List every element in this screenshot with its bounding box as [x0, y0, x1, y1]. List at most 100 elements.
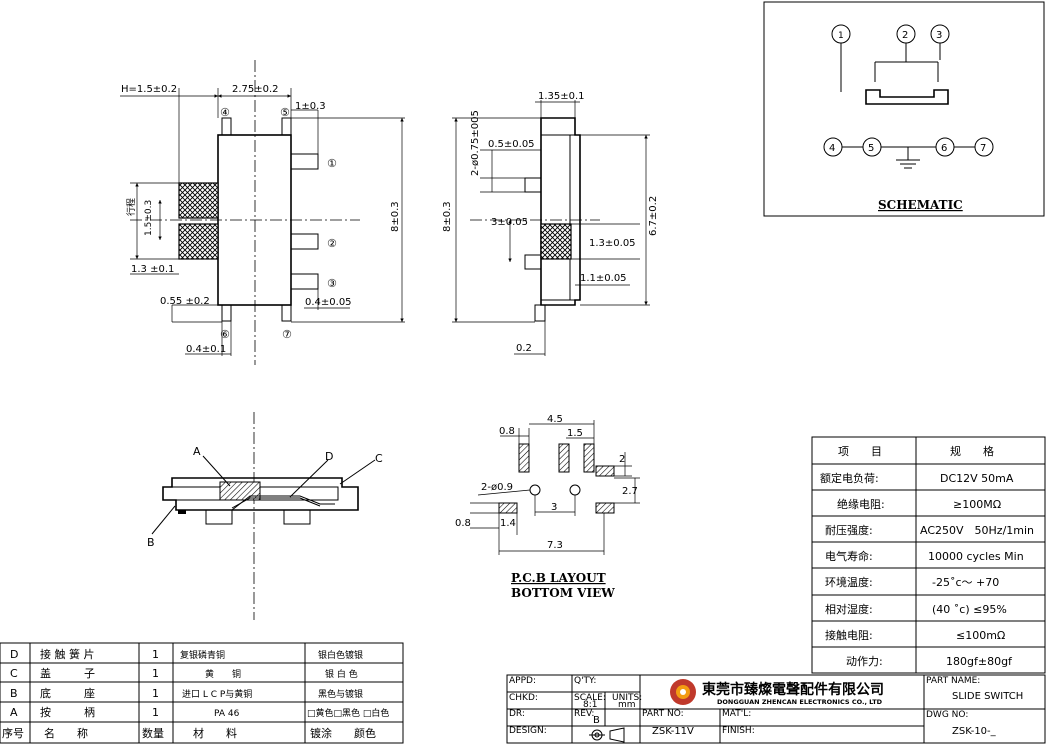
pcb-dim-hole-pitch: 3: [551, 502, 557, 513]
spec-value: DC12V 50mA: [940, 472, 1014, 485]
pcb-subtitle: BOTTOM VIEW: [511, 586, 615, 600]
bom-finish: 银 白 色: [325, 668, 358, 680]
spec-label: 电气寿命:: [825, 549, 873, 563]
projection-symbol-icon: [589, 727, 625, 743]
bom-material: PA 46: [214, 709, 240, 719]
bom-name: 盖 子: [40, 666, 95, 680]
bom-header-qty: 数量: [142, 727, 164, 740]
schematic-node-2: 2: [902, 30, 908, 41]
pin-label-6: ⑥: [220, 328, 230, 341]
bom-name: 接 触 簧 片: [40, 647, 95, 661]
spec-label: 动作力:: [846, 655, 883, 668]
tb-company-cn: 東莞市臻燦電聲配件有限公司: [702, 681, 884, 698]
bom-material: 黄 铜: [205, 668, 241, 680]
company-logo-icon: [670, 679, 696, 705]
bom-header-name: 名 称: [44, 726, 88, 740]
pcb-dim-height: 2.7: [622, 486, 638, 497]
spec-label: 耐压强度:: [825, 523, 873, 537]
spec-header-item: 项 目: [838, 445, 882, 458]
schematic-node-4: 4: [829, 143, 835, 154]
bom-qty: 1: [152, 667, 159, 680]
schematic-title: SCHEMATIC: [878, 198, 963, 212]
bom-finish: □黄色□黑色 □白色: [307, 707, 389, 719]
pin-label-7: ⑦: [282, 328, 292, 341]
side-dim-tab: 0.5±0.05: [488, 139, 535, 150]
tb-rev: B: [593, 715, 600, 726]
tb-units-label: UNITS:: [612, 693, 642, 703]
schematic-node-3: 3: [936, 30, 942, 41]
pcb-dim-holes: 2-ø0.9: [481, 482, 513, 493]
dim-height: H=1.5±0.2: [121, 84, 177, 95]
tb-units: mm: [618, 700, 636, 710]
side-dim-right-height: 6.7±0.2: [648, 196, 659, 236]
bom-qty: 1: [152, 706, 159, 719]
title-block: APPD: Q'TY: CHKD: SCALE: 8:1 UNITS: mm D…: [506, 674, 1046, 744]
tb-part-no: ZSK-11V: [652, 726, 694, 737]
section-label-c: C: [375, 452, 383, 465]
dim-bottom-pin: 0.4±0.1: [186, 344, 226, 355]
spec-label: 接触电阻:: [825, 628, 873, 642]
bom-index: B: [10, 687, 18, 700]
tb-dr: DR:: [509, 709, 525, 719]
pcb-title: P.C.B LAYOUT: [511, 571, 606, 585]
spec-value: 180gf±80gf: [946, 655, 1013, 668]
bom-header-index: 序号: [2, 726, 24, 740]
pin-label-2: ②: [327, 237, 337, 250]
side-dim-base: 1.1±0.05: [580, 273, 627, 284]
section-view: A B C D: [147, 412, 383, 620]
dim-bottom-offset: 0.55 ±0.2: [160, 296, 210, 307]
bom-index: C: [10, 667, 18, 680]
spec-value: 10000 cycles Min: [928, 550, 1024, 563]
side-view: 1.35±0.1 2-ø0.75±005 0.5±0.05 8±0.3 3±0.…: [442, 91, 659, 356]
tb-part-name-label: PART NAME:: [926, 676, 980, 686]
pin-label-3: ③: [327, 277, 337, 290]
spec-table: 项 目 规 格 额定电负荷: DC12V 50mA 绝缘电阻: ≥100MΩ 耐…: [811, 436, 1046, 674]
bom-index: A: [10, 706, 18, 719]
tb-matl: MAT'L:: [722, 709, 751, 719]
bom-finish: 银白色镀银: [318, 649, 363, 661]
dim-pin-width: 0.4±0.05: [305, 297, 352, 308]
tb-rev-label: REV:: [574, 709, 594, 719]
side-dim-holes: 2-ø0.75±005: [470, 110, 481, 176]
tb-qty: Q'TY:: [574, 676, 596, 686]
tb-company-en: DONGGUAN ZHENCAN ELECTRONICS CO., LTD: [717, 698, 883, 706]
section-label-d: D: [325, 450, 333, 463]
side-dim-center: 3±0.05: [491, 217, 528, 228]
pin-label-4: ④: [220, 106, 230, 119]
tb-finish: FINISH:: [722, 726, 755, 736]
dim-top-width: 2.75±0.2: [232, 84, 279, 95]
pcb-dim-left-pad: 0.8: [455, 518, 471, 529]
pin-label-1: ①: [327, 157, 337, 170]
bom-name: 按 柄: [40, 705, 95, 719]
bom-header-finish: 镀涂 颜色: [310, 726, 376, 740]
dim-travel-label: 行程: [125, 198, 137, 216]
tb-dwg-no-label: DWG NO:: [926, 710, 968, 720]
bom-material: 复银磷青铜: [180, 649, 225, 661]
bom-qty: 1: [152, 687, 159, 700]
tb-scale: 8:1: [583, 700, 597, 710]
schematic-node-5: 5: [868, 143, 874, 154]
tb-desgn: DESIGN:: [509, 726, 547, 736]
spec-value: AC250V 50Hz/1min: [920, 524, 1034, 537]
dim-tab-top: 1±0.3: [295, 101, 326, 112]
side-dim-top: 1.35±0.1: [538, 91, 585, 102]
bom-header-material: 材 料: [193, 726, 237, 740]
section-label-b: B: [147, 536, 155, 549]
pcb-layout: 4.5 0.8 1.5 2 2-ø0.9 2.7 3 0.8 1.4 7.3 P…: [455, 414, 640, 600]
schematic-node-6: 6: [941, 143, 947, 154]
bom-table: D 接 触 簧 片 1 复银磷青铜 银白色镀银 C 盖 子 1 黄 铜 银 白 …: [0, 642, 404, 744]
side-dim-bottom: 0.2: [516, 343, 532, 354]
tb-dwg-no: ZSK-10-_: [952, 726, 997, 737]
tb-part-no-label: PART NO:: [642, 709, 684, 719]
side-dim-actuator: 1.3±0.05: [589, 238, 636, 249]
bom-finish: 黑色与镀银: [318, 688, 363, 700]
schematic-node-1: 1: [838, 31, 844, 41]
pcb-dim-pad-w: 0.8: [499, 426, 515, 437]
pcb-dim-total: 7.3: [547, 540, 563, 551]
tb-scale-label: SCALE:: [574, 693, 606, 703]
spec-value: ≥100MΩ: [953, 498, 1001, 511]
tb-chkd: CHKD:: [509, 693, 538, 703]
dim-travel: 1.5±0.3: [144, 200, 154, 236]
dim-left-tab: 1.3 ±0.1: [131, 264, 174, 275]
